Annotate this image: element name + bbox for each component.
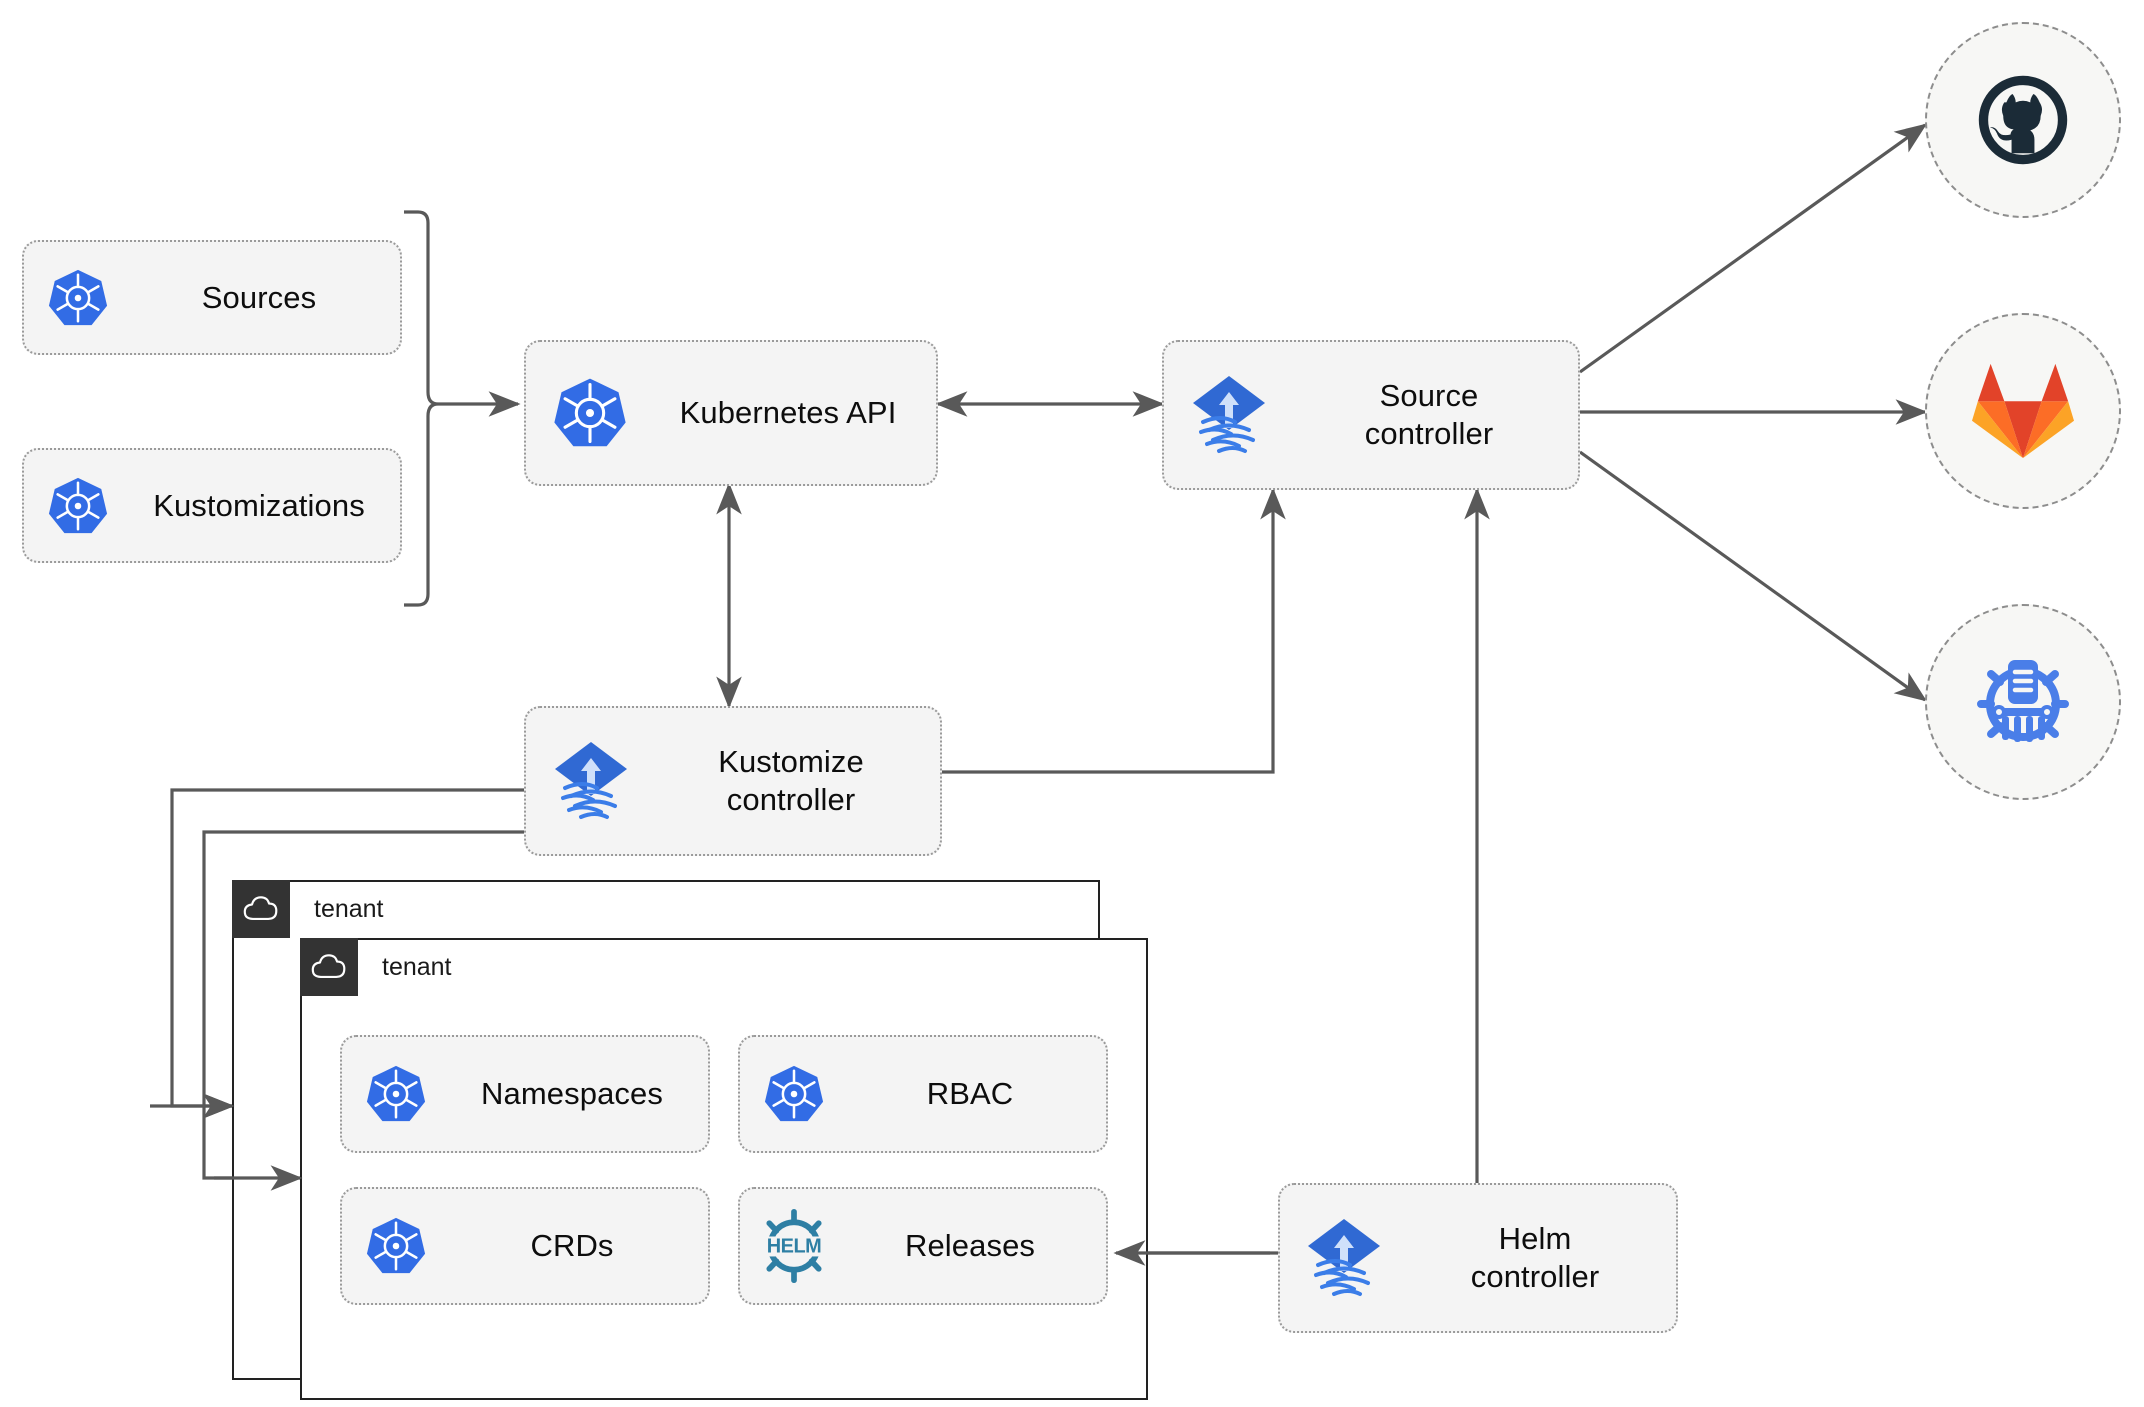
kubernetes-icon bbox=[342, 1215, 450, 1277]
tenant-container-inner bbox=[300, 938, 1148, 1400]
node-kustomize-controller[interactable]: Kustomize controller bbox=[524, 706, 942, 856]
resource-namespaces[interactable]: Namespaces bbox=[340, 1035, 710, 1153]
node-sources[interactable]: Sources bbox=[22, 240, 402, 355]
flux-icon bbox=[1280, 1215, 1408, 1301]
node-source-controller[interactable]: Source controller bbox=[1162, 340, 1580, 490]
tenant-header-inner: tenant bbox=[300, 938, 452, 996]
node-label: CRDs bbox=[530, 1228, 614, 1264]
node-label: Namespaces bbox=[481, 1076, 663, 1112]
tenant-header-outer: tenant bbox=[232, 880, 384, 938]
helm-icon: HELM bbox=[740, 1208, 848, 1284]
kubernetes-icon bbox=[526, 375, 654, 451]
node-label: Kustomizations bbox=[153, 487, 365, 523]
node-label: Sources bbox=[201, 279, 317, 315]
bucket-icon bbox=[1977, 660, 2069, 742]
github-icon bbox=[1978, 75, 2068, 165]
node-label: Kustomize controller bbox=[718, 744, 864, 817]
external-service-github[interactable] bbox=[1925, 22, 2121, 218]
node-helm-controller[interactable]: Helm controller bbox=[1278, 1183, 1678, 1333]
tenant-label: tenant bbox=[382, 952, 452, 981]
node-label: Kubernetes API bbox=[679, 395, 897, 431]
node-kubernetes-api[interactable]: Kubernetes API bbox=[524, 340, 938, 486]
kubernetes-icon bbox=[24, 267, 132, 329]
node-label: Releases bbox=[904, 1228, 1036, 1264]
kubernetes-icon bbox=[740, 1063, 848, 1125]
resource-crds[interactable]: CRDs bbox=[340, 1187, 710, 1305]
tenant-label: tenant bbox=[314, 894, 384, 923]
flux-icon bbox=[1164, 372, 1294, 458]
kubernetes-icon bbox=[342, 1063, 450, 1125]
cloud-icon bbox=[232, 880, 290, 938]
resource-rbac[interactable]: RBAC bbox=[738, 1035, 1108, 1153]
gitlab-icon bbox=[1972, 363, 2074, 459]
node-label: RBAC bbox=[926, 1076, 1014, 1112]
external-service-gitlab[interactable] bbox=[1925, 313, 2121, 509]
cloud-icon bbox=[300, 938, 358, 996]
node-label: Helm controller bbox=[1470, 1221, 1600, 1294]
svg-text:HELM: HELM bbox=[767, 1236, 822, 1258]
flux-icon bbox=[526, 738, 656, 824]
external-service-bucket[interactable] bbox=[1925, 604, 2121, 800]
node-kustomizations[interactable]: Kustomizations bbox=[22, 448, 402, 563]
node-label: Source controller bbox=[1364, 378, 1494, 451]
kubernetes-icon bbox=[24, 475, 132, 537]
resource-releases[interactable]: HELM Releases bbox=[738, 1187, 1108, 1305]
